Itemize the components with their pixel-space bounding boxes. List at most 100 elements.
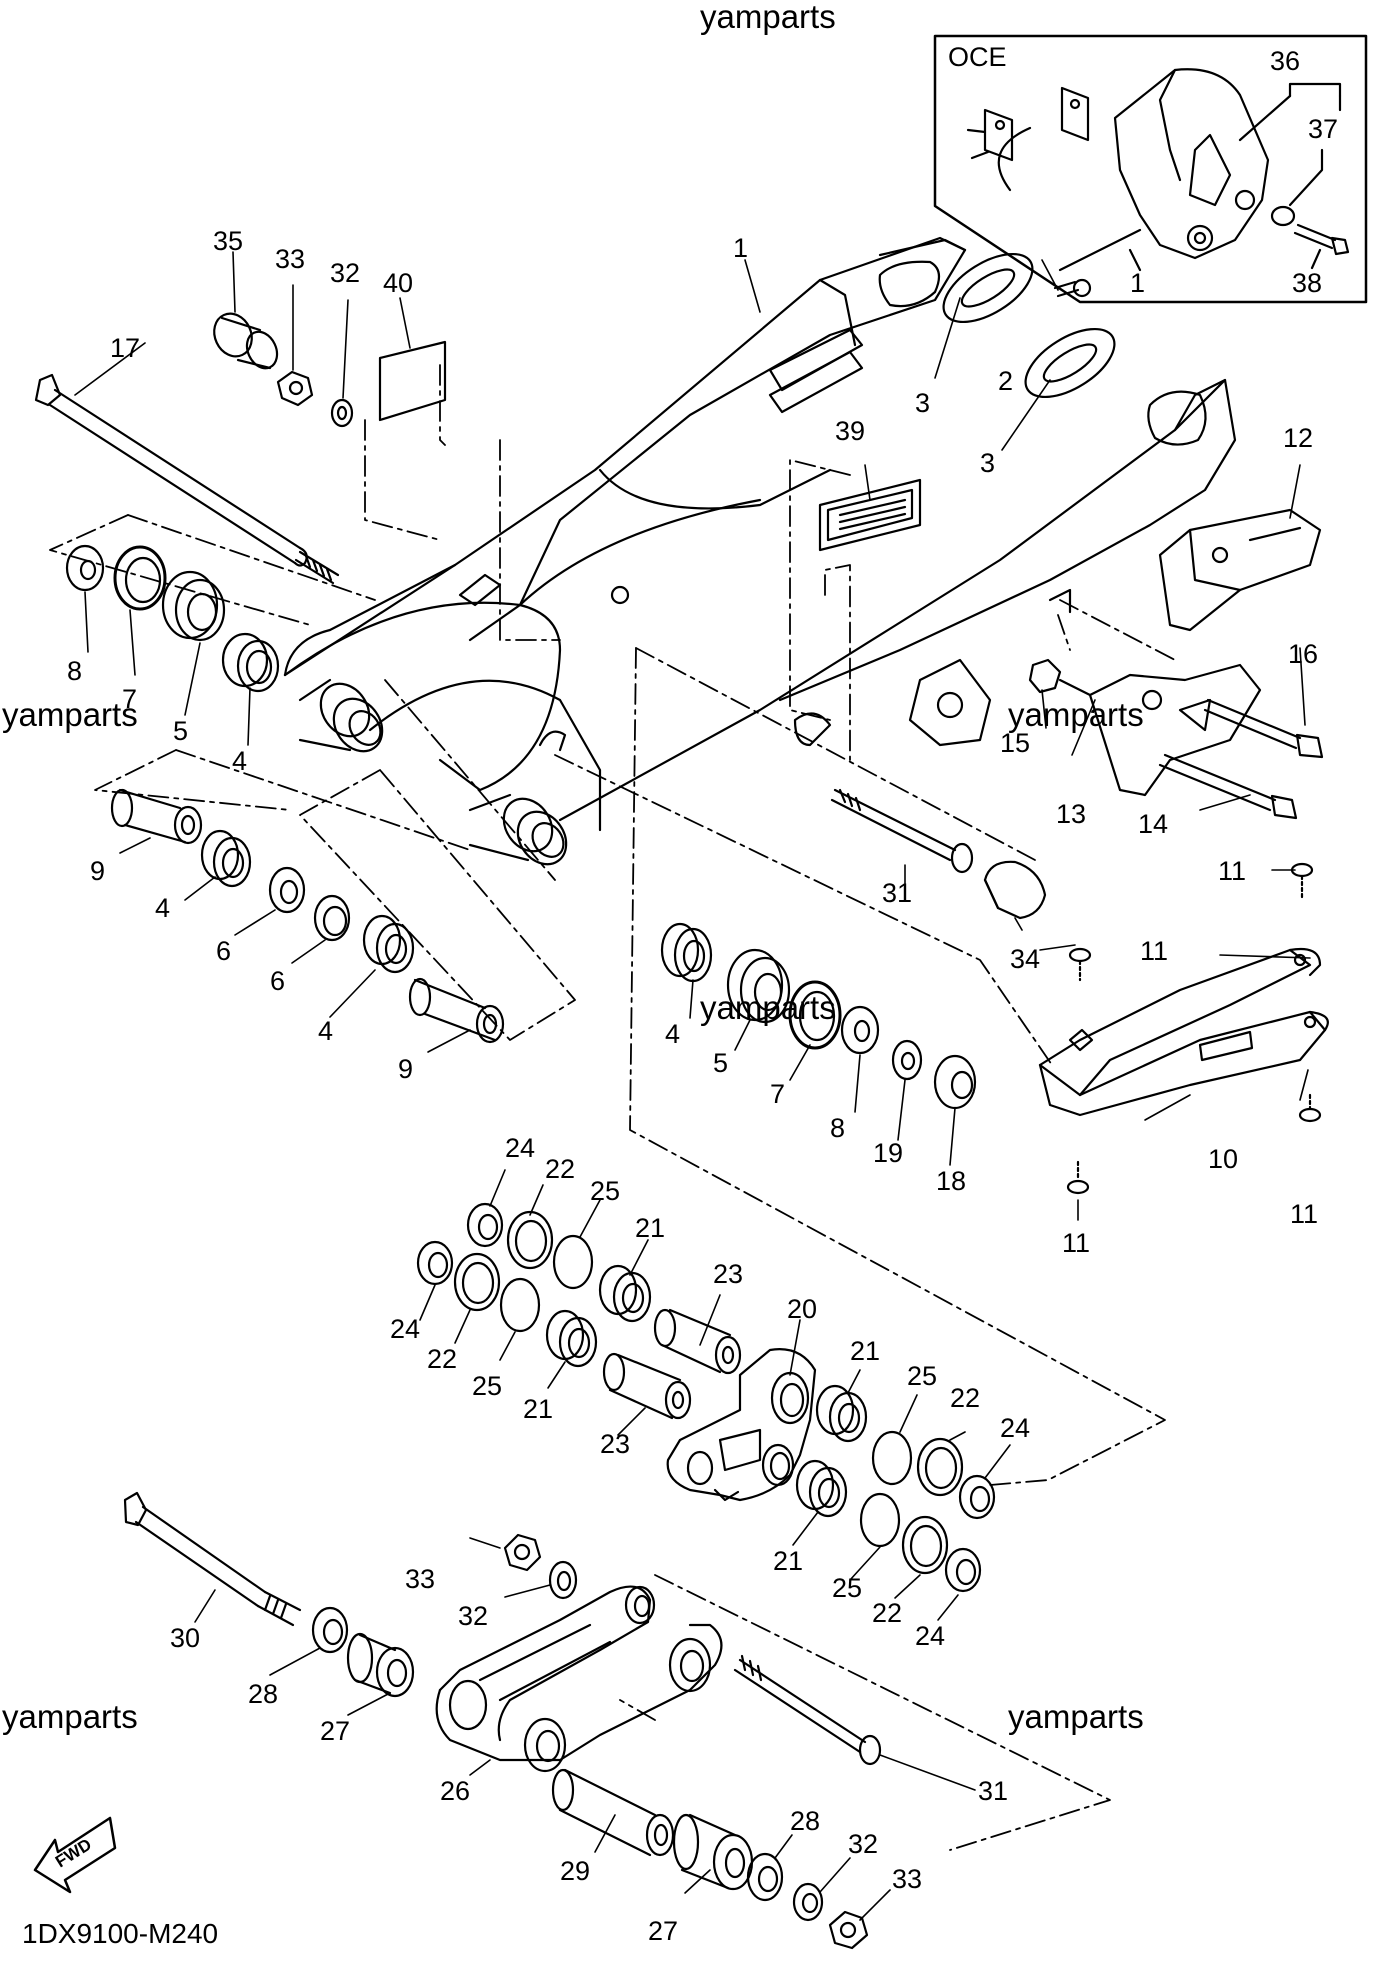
part-21-bearing-c: [815, 1384, 868, 1443]
callout-33: 33: [405, 1564, 435, 1594]
callout-29: 29: [560, 1856, 590, 1886]
callout-16: 16: [1288, 639, 1318, 669]
part-4-bearing-center: [660, 922, 713, 983]
callout-11: 11: [1290, 1199, 1318, 1229]
callout-20: 20: [787, 1294, 817, 1324]
part-30-bolt: [123, 1491, 302, 1627]
part-2-bolt: [1053, 278, 1092, 298]
watermark-right-upper: yamparts: [1008, 696, 1144, 733]
callout-25: 25: [472, 1371, 502, 1401]
part-6-washer-left-a: [268, 866, 306, 914]
callout-8: 8: [830, 1113, 845, 1143]
oce-inset: OCE: [933, 34, 1368, 304]
watermark-left-upper: yamparts: [2, 696, 138, 733]
part-18-nut: [933, 1054, 977, 1110]
watermark-left-lower: yamparts: [2, 1698, 138, 1735]
callout-36: 36: [1270, 46, 1300, 76]
part-4-bearing-left-b: [362, 914, 415, 974]
callout-19: 19: [873, 1138, 903, 1168]
part-22-seal-d: [901, 1515, 949, 1575]
callout-1-inset: 1: [1130, 268, 1145, 298]
watermark-top: yamparts: [700, 0, 836, 35]
part-39-label: [818, 478, 922, 552]
part-23-spacer-b: [602, 1352, 692, 1420]
part-24-collar-b: [416, 1240, 454, 1286]
callout-31: 31: [978, 1776, 1008, 1806]
callout-7: 7: [122, 684, 137, 714]
part-10-chain-slider: [1038, 947, 1329, 1117]
callout-9: 9: [398, 1054, 413, 1084]
part-32-washer-top: [330, 398, 354, 428]
callout-26: 26: [440, 1776, 470, 1806]
assembly-lines: [49, 364, 1176, 1851]
part-5-collar-left: [161, 570, 226, 642]
callout-22: 22: [950, 1383, 980, 1413]
part-24-collar-d: [944, 1547, 982, 1593]
callout-23: 23: [713, 1259, 743, 1289]
callout-4: 4: [318, 1016, 333, 1046]
callout-35: 35: [213, 226, 243, 256]
part-9-spacer-left-bottom: [408, 977, 505, 1044]
callout-11: 11: [1140, 936, 1168, 966]
callout-10: 10: [1208, 1144, 1238, 1174]
watermark-center: yamparts: [700, 989, 836, 1026]
swingarm: [283, 236, 1237, 866]
part-14-bolt: [1158, 753, 1298, 820]
callout-21: 21: [523, 1394, 553, 1424]
callout-37: 37: [1308, 114, 1338, 144]
part-35-cap: [213, 312, 279, 370]
part-25-ring-c: [871, 1430, 913, 1486]
callout-6: 6: [216, 936, 231, 966]
part-3-plate-upper: [942, 252, 1034, 324]
callout-18: 18: [936, 1166, 966, 1196]
callout-38: 38: [1292, 268, 1322, 298]
leader-lines: [74, 251, 1311, 1921]
part-22-seal-c: [916, 1437, 964, 1497]
part-8-washer-left: [65, 544, 105, 592]
callout-32: 32: [330, 258, 360, 288]
callout-1: 1: [733, 233, 748, 263]
part-34-cap: [983, 860, 1047, 920]
part-20-relay-arm: [666, 1348, 817, 1502]
part-5-collar-center: [726, 948, 791, 1024]
callout-17: 17: [110, 333, 140, 363]
part-6-washer-left-b: [313, 894, 351, 942]
callout-8: 8: [67, 656, 82, 686]
part-22-seal-a: [506, 1210, 554, 1270]
part-29-collar: [551, 1768, 675, 1857]
callout-24: 24: [1000, 1413, 1030, 1443]
callout-12: 12: [1283, 423, 1313, 453]
part-32-washer-middle: [548, 1560, 578, 1600]
callout-24: 24: [505, 1133, 535, 1163]
callout-21: 21: [773, 1546, 803, 1576]
part-11-screw-b: [1068, 947, 1092, 982]
part-33-nut-bottom: [828, 1910, 869, 1950]
part-4-bearing-upper-left: [221, 632, 280, 693]
callout-40: 40: [383, 268, 413, 298]
part-16-bolt: [1203, 698, 1324, 759]
callout-2: 2: [998, 366, 1013, 396]
part-25-ring-a: [552, 1234, 594, 1290]
part-28-bushing-left: [311, 1606, 349, 1654]
callout-4: 4: [665, 1019, 680, 1049]
part-11-screw-d: [1066, 1160, 1090, 1195]
part-8-washer-center: [840, 1005, 880, 1055]
part-33-nut-top: [276, 370, 314, 407]
callout-33: 33: [892, 1864, 922, 1894]
callout-22: 22: [872, 1598, 902, 1628]
callout-25: 25: [907, 1361, 937, 1391]
callout-22: 22: [545, 1154, 575, 1184]
part-17-pivot-shaft: [34, 373, 340, 585]
callout-4: 4: [155, 893, 170, 923]
callout-25: 25: [832, 1573, 862, 1603]
callout-25: 25: [590, 1176, 620, 1206]
callout-3: 3: [915, 388, 930, 418]
callout-30: 30: [170, 1623, 200, 1653]
callout-5: 5: [713, 1048, 728, 1078]
part-7-seal-left: [113, 545, 167, 611]
part-7-seal-center: [788, 980, 842, 1050]
part-19-washer: [891, 1039, 923, 1081]
watermark-right-lower: yamparts: [1008, 1698, 1144, 1735]
part-3-plate-lower: [1024, 327, 1116, 399]
part-31-bolt-upper: [830, 788, 974, 874]
